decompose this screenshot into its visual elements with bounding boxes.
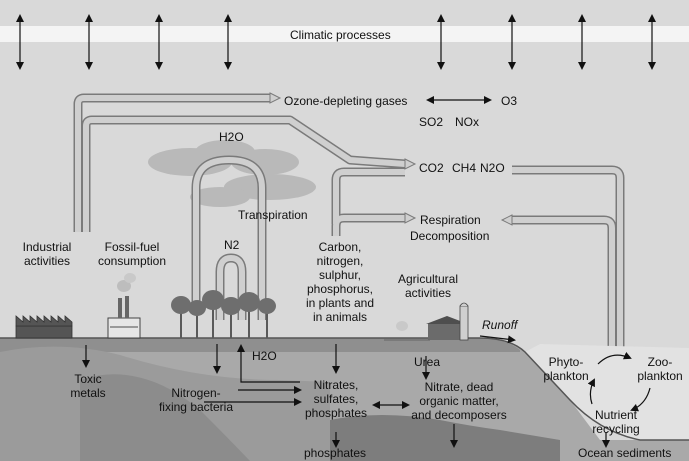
ground-soil-layer bbox=[0, 338, 520, 352]
pipe-ocean-co2 bbox=[512, 165, 625, 352]
zooplankton-label: Zoo- plankton bbox=[637, 355, 683, 383]
nitrates-sulfates-label: Nitrates, sulfates, phosphates bbox=[304, 378, 368, 420]
respiration-label: Respiration bbox=[420, 213, 481, 227]
runoff-label: Runoff bbox=[482, 318, 518, 332]
rock-layer-3 bbox=[330, 415, 560, 461]
fossil-fuel-label: Fossil-fuel consumption bbox=[97, 240, 167, 268]
decomposition-label: Decomposition bbox=[410, 229, 490, 243]
nitrogen-fixing-label: Nitrogen- fixing bacteria bbox=[158, 386, 234, 414]
power-plant bbox=[107, 273, 141, 339]
nitrate-dead-label: Nitrate, dead organic matter, and decomp… bbox=[411, 380, 507, 422]
h2o-top-label: H2O bbox=[219, 130, 244, 144]
so2-label: SO2 bbox=[419, 115, 444, 129]
ocean-water bbox=[525, 344, 689, 440]
pipes-inner bbox=[75, 95, 623, 352]
phytoplankton-label: Phyto- plankton bbox=[543, 355, 589, 383]
h2o-ground-label: H2O bbox=[252, 349, 277, 363]
pipe-ocean-resp bbox=[512, 215, 617, 352]
n2-label: N2 bbox=[224, 238, 240, 252]
ocean-sediments-label: Ocean sediments bbox=[578, 446, 672, 460]
o3-label: O3 bbox=[501, 94, 518, 108]
industrial-activities-label: Industrial activities bbox=[22, 240, 72, 268]
cnsp-label: Carbon, nitrogen, sulphur, phosphorus, i… bbox=[305, 240, 375, 324]
nox-label: NOx bbox=[455, 115, 479, 129]
climatic-processes-label: Climatic processes bbox=[290, 28, 391, 42]
pipe-arrowheads bbox=[269, 92, 513, 226]
flow-arrows bbox=[82, 335, 610, 448]
ch4-label: CH4 bbox=[452, 161, 477, 175]
clouds bbox=[148, 140, 316, 207]
toxic-metals-label: Toxic metals bbox=[70, 372, 106, 400]
plankton-cycle bbox=[587, 351, 651, 412]
factory bbox=[15, 315, 73, 339]
co2-label: CO2 bbox=[419, 161, 444, 175]
rock-layer-2 bbox=[80, 374, 250, 461]
climatic-band bbox=[0, 26, 689, 42]
ozone-gases-label: Ozone-depleting gases bbox=[284, 94, 408, 108]
transpiration-label: Transpiration bbox=[238, 208, 308, 222]
agricultural-label: Agricultural activities bbox=[397, 272, 459, 300]
nutrient-recycling-label: Nutrient recycling bbox=[592, 408, 640, 436]
climatic-arrows bbox=[16, 14, 656, 70]
farm bbox=[384, 302, 469, 341]
phosphates-label: phosphates bbox=[304, 446, 367, 460]
urea-label: Urea bbox=[414, 355, 441, 369]
n2o-label: N2O bbox=[480, 161, 505, 175]
forest bbox=[171, 290, 276, 338]
